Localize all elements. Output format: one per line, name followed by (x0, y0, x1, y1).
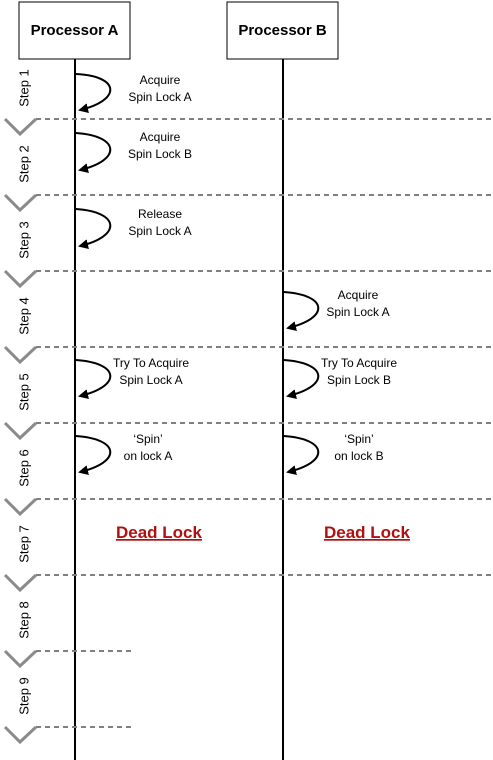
processor-b-box (226, 1, 339, 60)
processor-b-label: Processor B (238, 22, 327, 39)
step-chevron-9 (3, 725, 38, 745)
deadlock-label-a: Dead Lock (116, 523, 203, 542)
step-label-8: Step 8 (16, 601, 31, 639)
note-s3-a-line1: Release (138, 207, 182, 221)
step-chevron-8 (3, 649, 38, 669)
self-call-arrow-s3-a (75, 208, 112, 250)
note-s5-a-line1: Try To Acquire (113, 356, 189, 370)
self-call-arrow-s1-a (75, 73, 112, 114)
note-s5-a-line2: Spin Lock A (119, 373, 182, 387)
step-label-7: Step 7 (16, 525, 31, 563)
note-s2-a-line2: Spin Lock B (128, 147, 192, 161)
note-s1-a-line2: Spin Lock A (128, 90, 191, 104)
step-chevron-5 (3, 421, 38, 441)
processor-a-label: Processor A (31, 22, 119, 39)
step-label-4: Step 4 (16, 297, 31, 335)
note-s4-b-line2: Spin Lock A (326, 305, 389, 319)
self-call-arrow-s4-b (283, 291, 320, 332)
step-label-3: Step 3 (16, 221, 31, 259)
note-s5-b-line1: Try To Acquire (321, 356, 397, 370)
step-chevron-4 (3, 345, 38, 365)
note-s2-a-line1: Acquire (140, 130, 181, 144)
step-label-9: Step 9 (16, 677, 31, 715)
steps-layer: Step 1 Step 2 Step 3 Step 4 Step 5 Step 6 Step… (3, 69, 493, 745)
note-s6-b-line2: on lock B (334, 449, 383, 463)
deadlock-label-b: Dead Lock (324, 523, 411, 542)
step-label-5: Step 5 (16, 373, 31, 411)
note-s6-a-line2: on lock A (124, 449, 173, 463)
self-call-arrow-s2-a (75, 132, 112, 174)
step-chevron-6 (3, 497, 38, 517)
step-chevron-3 (3, 269, 38, 289)
self-call-arrow-s6-a (75, 435, 112, 476)
note-s3-a-line2: Spin Lock A (128, 224, 191, 238)
note-s6-a-line1: ‘Spin’ (133, 432, 162, 446)
note-s1-a-line1: Acquire (140, 73, 181, 87)
step-label-2: Step 2 (16, 145, 31, 183)
step-chevron-2 (3, 193, 38, 213)
self-call-arrow-s5-a (75, 359, 112, 400)
note-s5-b-line2: Spin Lock B (327, 373, 391, 387)
processor-a-box (18, 1, 131, 60)
step-chevron-1 (3, 117, 38, 137)
step-label-6: Step 6 (16, 449, 31, 487)
step-chevron-7 (3, 573, 38, 593)
self-call-arrow-s5-b (283, 359, 320, 400)
note-s6-b-line1: ‘Spin’ (344, 432, 373, 446)
note-s4-b-line1: Acquire (338, 288, 379, 302)
step-label-1: Step 1 (16, 69, 31, 107)
self-call-arrow-s6-b (283, 435, 320, 476)
